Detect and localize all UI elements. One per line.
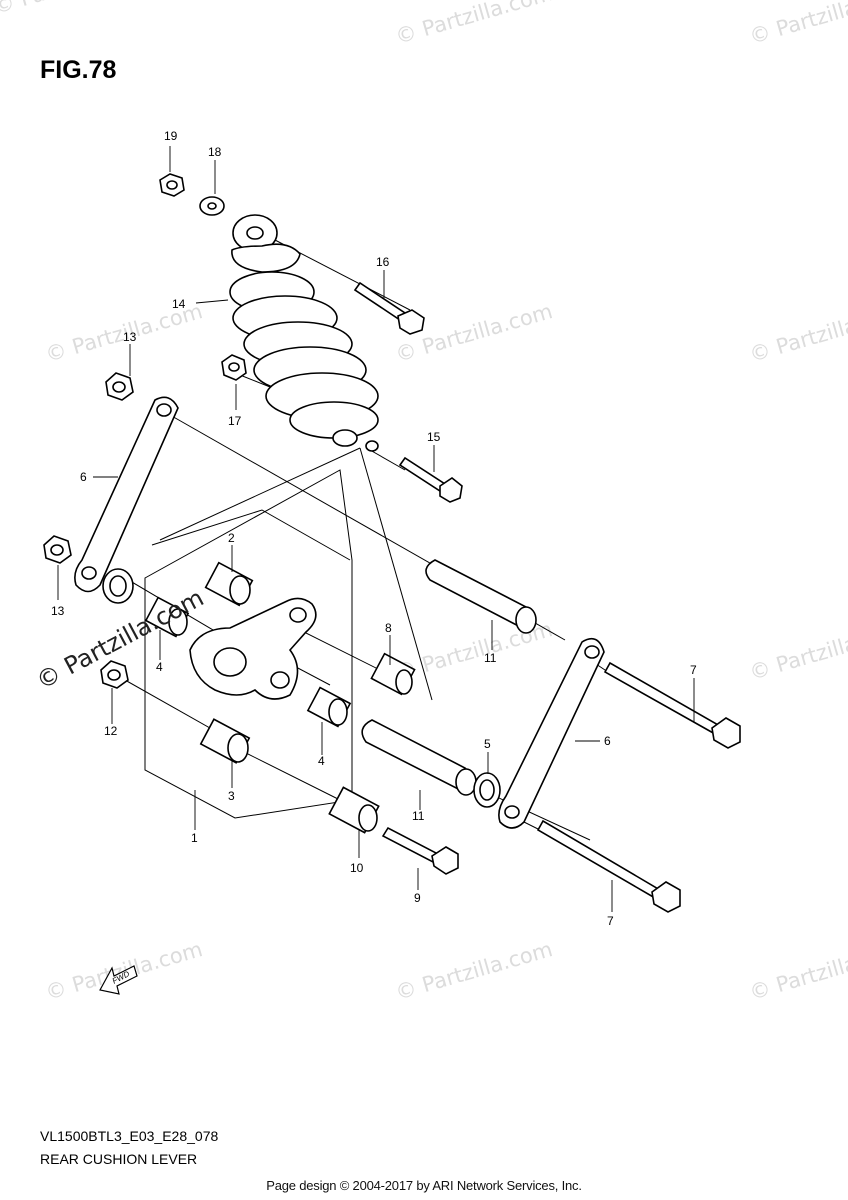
page-footer: Page design © 2004-2017 by ARI Network S… <box>266 1178 582 1193</box>
callout-3: 3 <box>228 789 235 803</box>
watermark-text: © Partzilla.com <box>0 0 153 19</box>
callout-1: 1 <box>191 831 198 845</box>
bolt-9 <box>381 826 459 875</box>
callout-6-right: 6 <box>604 734 611 748</box>
bolt-16 <box>353 281 425 335</box>
callout-2: 2 <box>228 531 235 545</box>
watermark-text: © Partzilla.com <box>747 299 848 367</box>
washer-5 <box>473 772 501 808</box>
bearing-3 <box>199 718 251 764</box>
callout-11-lower: 11 <box>412 809 425 823</box>
callout-numbers: 19 18 16 14 13 17 15 6 2 13 8 4 11 7 6 1… <box>51 129 697 928</box>
bearing-4-left <box>144 596 190 638</box>
watermark-text: © Partzilla.com <box>393 299 555 367</box>
nut-19 <box>159 173 185 197</box>
callout-4-left: 4 <box>156 660 163 674</box>
nut-17 <box>221 354 247 381</box>
nut-12 <box>100 660 129 689</box>
callout-13-upper: 13 <box>123 330 137 344</box>
nut-13-upper <box>105 372 134 401</box>
callout-13-lower: 13 <box>51 604 65 618</box>
cushion-rod-6-right <box>498 637 605 829</box>
spacer-8 <box>370 652 416 696</box>
callout-19: 19 <box>164 129 178 143</box>
callout-16: 16 <box>376 255 390 269</box>
callout-5: 5 <box>484 737 491 751</box>
bearing-4-right <box>306 686 352 728</box>
callout-7-upper: 7 <box>690 663 697 677</box>
callout-8: 8 <box>385 621 392 635</box>
callout-6-left: 6 <box>80 470 87 484</box>
callout-4-right: 4 <box>318 754 325 768</box>
spacer-10 <box>328 786 380 834</box>
callout-17: 17 <box>228 414 242 428</box>
watermark-text: © Partzilla.com <box>393 937 555 1005</box>
cushion-lever <box>189 597 317 700</box>
diagram-code: VL1500BTL3_E03_E28_078 <box>40 1128 219 1144</box>
watermark-text: © Partzilla.com <box>747 0 848 49</box>
washer-18 <box>199 196 225 216</box>
callout-9: 9 <box>414 891 421 905</box>
nut-13-lower <box>43 535 72 564</box>
diagram-caption: REAR CUSHION LEVER <box>40 1151 198 1167</box>
callout-7-lower: 7 <box>607 914 614 928</box>
callout-10: 10 <box>350 861 364 875</box>
washer-left <box>102 568 134 604</box>
bolt-7-upper <box>603 661 741 749</box>
callout-11-upper: 11 <box>484 651 497 665</box>
spacer-pipe-11-lower <box>361 719 477 796</box>
figure-title: FIG.78 <box>40 56 117 84</box>
bearing-2 <box>204 561 254 607</box>
callout-15: 15 <box>427 430 441 444</box>
callout-12: 12 <box>104 724 118 738</box>
bolt-7-lower <box>536 819 681 913</box>
callout-18: 18 <box>208 145 222 159</box>
watermark-text: © Partzilla.com <box>393 0 555 49</box>
watermark-text: © Partzilla.com <box>747 617 848 685</box>
cushion-rod-6-left <box>74 396 179 593</box>
rear-shock-absorber <box>229 214 379 452</box>
callout-14: 14 <box>172 297 186 311</box>
spacer-pipe-11-upper <box>425 559 537 634</box>
bolt-15 <box>398 456 463 503</box>
watermark-text: © Partzilla.com <box>747 937 848 1005</box>
leader-lines <box>57 146 695 912</box>
